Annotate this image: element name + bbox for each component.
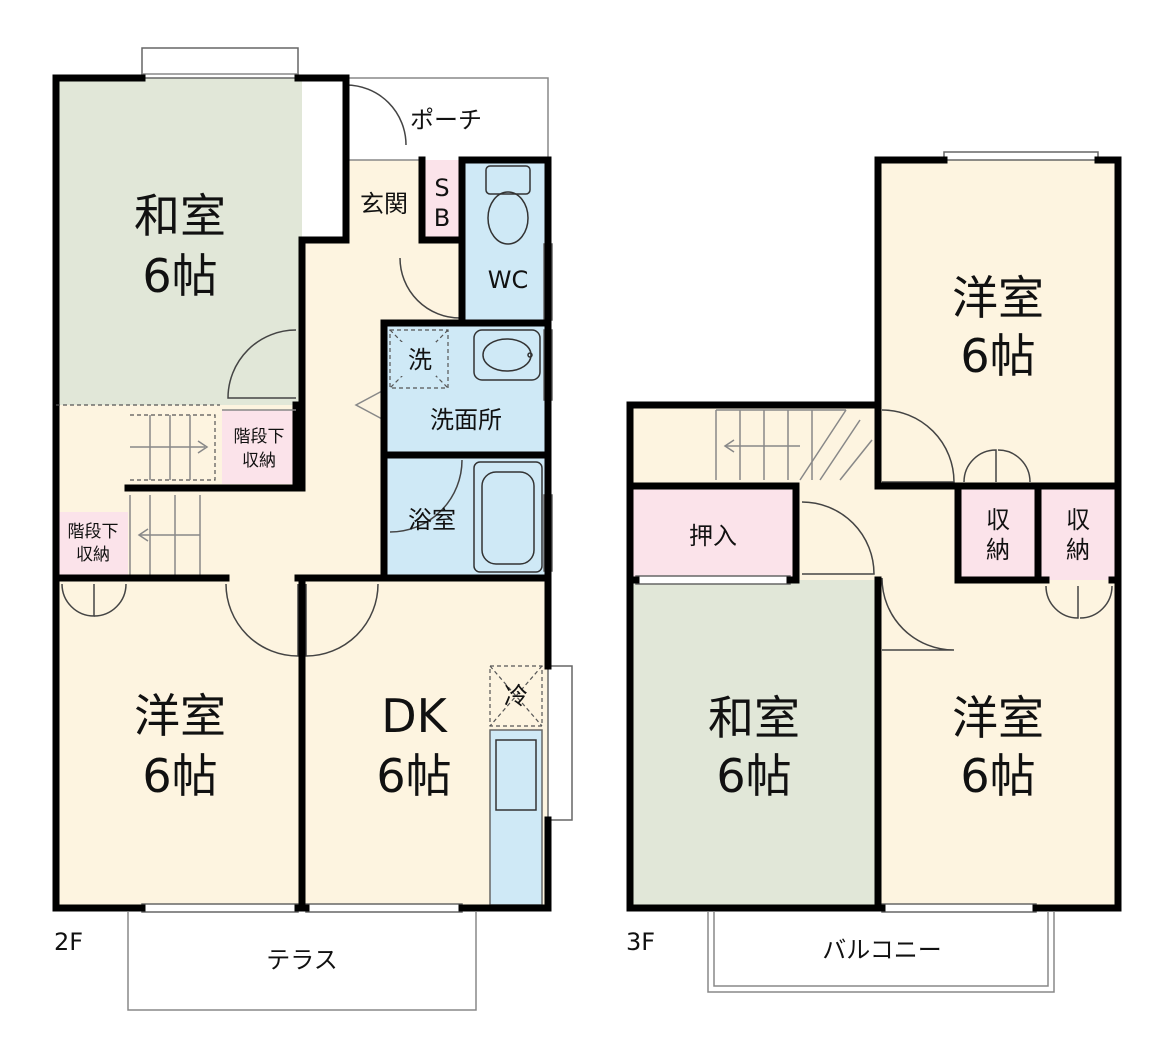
window-2f-bottom-right xyxy=(305,903,463,913)
room-shuno-2 xyxy=(1038,486,1118,580)
room-yoshitsu-2f xyxy=(56,578,302,908)
floor-2-label: 2F xyxy=(54,928,83,956)
stairs-3f xyxy=(715,409,873,481)
room-yoshitsu-3f-bottom xyxy=(878,580,1118,908)
stairs-2f xyxy=(129,414,216,578)
room-yokushitsu xyxy=(384,455,548,578)
yoshitsu-3f-bottom-size: 6帖 xyxy=(960,749,1035,803)
sb-label-b: B xyxy=(434,204,450,232)
toilet-fixture xyxy=(485,165,531,245)
room-kaidan-shuno-2 xyxy=(58,512,128,578)
wc-label: WC xyxy=(488,266,529,294)
yoshitsu-3f-bottom-name: 洋室 xyxy=(952,691,1044,745)
washitsu-3f-name: 和室 xyxy=(708,691,800,745)
fridge-space xyxy=(489,665,543,727)
shuno-1-line1: 収 xyxy=(986,506,1010,534)
porch-outline xyxy=(346,77,549,160)
oshiire-label: 押入 xyxy=(689,522,737,550)
shuno-2-line1: 収 xyxy=(1066,506,1090,534)
sink-fixture xyxy=(473,329,541,381)
walls-3f xyxy=(626,156,1122,912)
labels: 和室 6帖 ポーチ 玄関 S B WC 洗 洗面所 浴室 階段下 収納 階段下 … xyxy=(54,106,1090,974)
sen-label: 洗 xyxy=(408,346,432,374)
floor-3-label: 3F xyxy=(626,928,655,956)
window-3f-bottom xyxy=(881,903,1037,913)
room-wc xyxy=(462,160,548,323)
sb-label-s: S xyxy=(434,174,449,202)
room-hall-3f xyxy=(796,486,958,580)
window-3f-top xyxy=(943,151,1099,161)
washitsu-2f-size: 6帖 xyxy=(142,249,217,303)
window-2f-top xyxy=(141,47,299,79)
yoshitsu-2f-size: 6帖 xyxy=(142,749,217,803)
kaidan-shuno-2-line2: 収納 xyxy=(76,545,110,565)
washitsu-3f-size: 6帖 xyxy=(716,749,791,803)
kaidan-shuno-2-line1: 階段下 xyxy=(68,522,119,542)
window-2f-kitchen xyxy=(547,665,573,821)
shuno-1-line2: 納 xyxy=(986,536,1010,564)
dk-name: DK xyxy=(381,689,448,743)
room-kaidan-shuno-1 xyxy=(222,410,296,484)
window-3f-oshiire xyxy=(635,575,791,585)
floor-2 xyxy=(52,47,573,1011)
window-2f-bottom-left xyxy=(141,903,299,913)
bathtub-fixture xyxy=(473,461,543,573)
yoshitsu-3f-top-name: 洋室 xyxy=(952,271,1044,325)
room-shuno-1 xyxy=(958,486,1038,580)
room-oshiire xyxy=(630,486,796,580)
yoshitsu-3f-top-size: 6帖 xyxy=(960,329,1035,383)
washitsu-2f-name: 和室 xyxy=(134,189,226,243)
doors-2f xyxy=(61,84,463,657)
floor-3 xyxy=(626,151,1122,993)
kitchen-counter xyxy=(489,729,543,906)
room-yoshitsu-3f-top xyxy=(878,160,1118,486)
rei-label: 冷 xyxy=(504,682,528,710)
yoshitsu-2f-name: 洋室 xyxy=(134,689,226,743)
room-sb xyxy=(422,160,462,240)
dk-size: 6帖 xyxy=(376,749,451,803)
yokushitsu-label: 浴室 xyxy=(408,506,456,534)
room-washitsu-3f xyxy=(630,580,878,908)
balcony-outline xyxy=(707,912,1055,993)
genkan-label: 玄関 xyxy=(360,190,408,218)
room-washitsu-2f xyxy=(56,78,302,405)
room-genkan xyxy=(346,160,422,240)
balcony-label: バルコニー xyxy=(822,936,942,964)
terrace-label: テラス xyxy=(266,946,338,974)
kaidan-shuno-1-line1: 階段下 xyxy=(234,427,285,447)
walls-2f xyxy=(52,74,552,912)
terrace-outline xyxy=(127,912,477,1011)
shuno-2-line2: 納 xyxy=(1066,536,1090,564)
senmenjo-label: 洗面所 xyxy=(430,406,502,434)
porch-label: ポーチ xyxy=(410,106,482,134)
kaidan-shuno-1-line2: 収納 xyxy=(242,451,276,471)
doors-3f xyxy=(801,409,1113,651)
washer-space xyxy=(389,329,449,389)
